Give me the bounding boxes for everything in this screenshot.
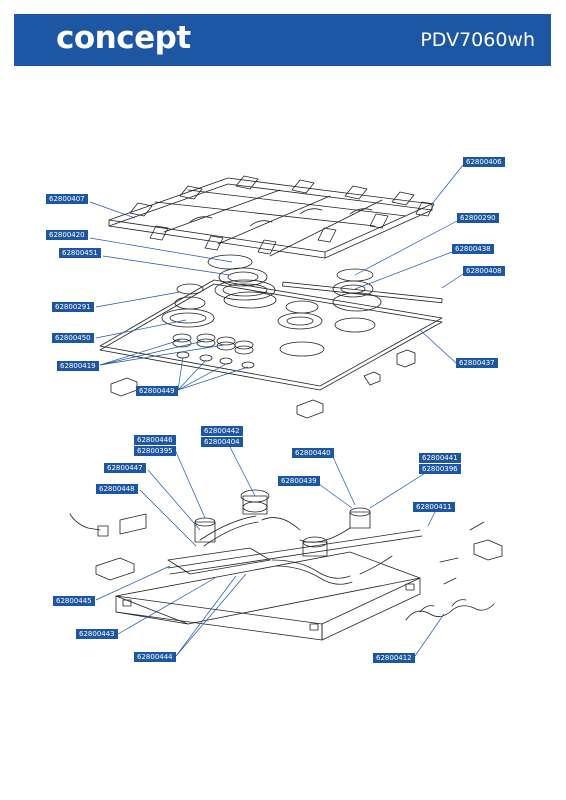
label-62800439: 62800439 — [278, 476, 320, 486]
bottom-tray — [115, 551, 421, 641]
label-62800420: 62800420 — [46, 230, 88, 240]
gas-manifold-assembly — [167, 515, 423, 585]
label-62800404: 62800404 — [201, 437, 243, 447]
pan-support-grate — [108, 175, 435, 259]
label-62800438: 62800438 — [452, 244, 494, 254]
hob-glass-plate — [99, 279, 443, 387]
label-62800290: 62800290 — [457, 213, 499, 223]
label-62800448: 62800448 — [96, 484, 138, 494]
label-62800406: 62800406 — [463, 157, 505, 167]
label-62800451: 62800451 — [59, 248, 101, 258]
label-62800445: 62800445 — [53, 596, 95, 606]
burner-cap-large — [207, 254, 253, 270]
label-62800443: 62800443 — [76, 629, 118, 639]
label-62800408: 62800408 — [463, 266, 505, 276]
header-bar: concept PDV7060wh — [14, 14, 551, 66]
label-62800441: 62800441 — [419, 453, 461, 463]
label-62800395: 62800395 — [134, 446, 176, 456]
label-62800412: 62800412 — [373, 653, 415, 663]
label-62800291: 62800291 — [52, 302, 94, 312]
label-62800407: 62800407 — [46, 194, 88, 204]
label-62800449: 62800449 — [136, 386, 178, 396]
label-62800446: 62800446 — [134, 435, 176, 445]
brand-logo: concept — [56, 20, 191, 56]
label-62800442: 62800442 — [201, 426, 243, 436]
label-62800411: 62800411 — [413, 502, 455, 512]
label-62800419: 62800419 — [57, 361, 99, 371]
label-62800444: 62800444 — [134, 652, 176, 662]
model-name: PDV7060wh — [420, 29, 535, 51]
label-62800450: 62800450 — [52, 333, 94, 343]
label-62800447: 62800447 — [104, 463, 146, 473]
label-62800437: 62800437 — [456, 358, 498, 368]
label-62800440: 62800440 — [292, 448, 334, 458]
label-62800396: 62800396 — [419, 464, 461, 474]
